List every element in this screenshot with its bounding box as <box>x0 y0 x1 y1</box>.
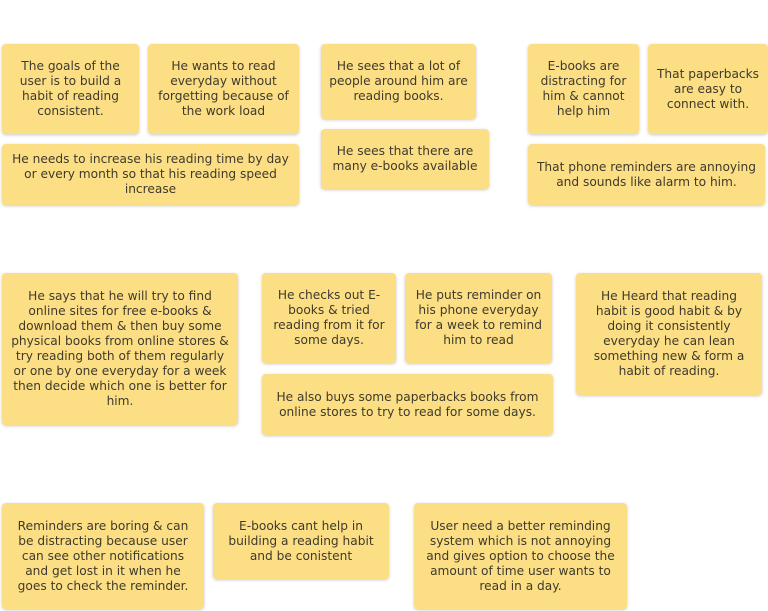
sticky-note-sees-ebooks[interactable]: He sees that there are many e-books avai… <box>321 129 489 189</box>
sticky-note-text: The goals of the user is to build a habi… <box>19 59 122 118</box>
sticky-note-text: He says that he will try to find online … <box>11 289 229 408</box>
sticky-note-says-try[interactable]: He says that he will try to find online … <box>2 273 238 425</box>
sticky-note-text: That phone reminders are annoying and so… <box>536 159 756 189</box>
sticky-note-text: He puts reminder on his phone everyday f… <box>415 288 542 347</box>
sticky-note-text: He Heard that reading habit is good habi… <box>593 289 745 378</box>
sticky-note-phone-reminders[interactable]: That phone reminders are annoying and so… <box>528 144 765 205</box>
sticky-note-text: That paperbacks are easy to connect with… <box>656 66 760 111</box>
sticky-note-text: User need a better reminding system whic… <box>426 518 615 593</box>
sticky-note-ebooks-distracting[interactable]: E-books are distracting for him & cannot… <box>528 44 639 134</box>
sticky-note-reminders-boring[interactable]: Reminders are boring & can be distractin… <box>2 503 204 609</box>
sticky-note-ebooks-cant-help[interactable]: E-books cant help in building a reading … <box>213 503 389 579</box>
sticky-note-puts-reminder[interactable]: He puts reminder on his phone everyday f… <box>405 273 552 363</box>
sticky-note-sees-people[interactable]: He sees that a lot of people around him … <box>321 44 476 119</box>
sticky-note-increase-time[interactable]: He needs to increase his reading time by… <box>2 144 299 205</box>
sticky-note-text: He checks out E-books & tried reading fr… <box>273 288 385 347</box>
sticky-note-text: Reminders are boring & can be distractin… <box>17 518 189 593</box>
sticky-note-text: He sees that there are many e-books avai… <box>332 144 478 173</box>
sticky-note-text: E-books are distracting for him & cannot… <box>540 59 627 118</box>
sticky-note-buys-paperbacks[interactable]: He also buys some paperbacks books from … <box>262 374 553 435</box>
sticky-note-checks-ebooks[interactable]: He checks out E-books & tried reading fr… <box>262 273 396 363</box>
sticky-note-heard-habit[interactable]: He Heard that reading habit is good habi… <box>576 273 762 395</box>
sticky-note-paperbacks-easy[interactable]: That paperbacks are easy to connect with… <box>648 44 768 134</box>
sticky-note-text: He also buys some paperbacks books from … <box>276 389 539 419</box>
sticky-note-wants-read[interactable]: He wants to read everyday without forget… <box>148 44 299 134</box>
sticky-note-text: He sees that a lot of people around him … <box>329 59 468 103</box>
sticky-note-user-need[interactable]: User need a better reminding system whic… <box>414 503 627 609</box>
sticky-note-text: He wants to read everyday without forget… <box>158 59 289 118</box>
sticky-note-text: E-books cant help in building a reading … <box>228 518 374 563</box>
sticky-note-goals[interactable]: The goals of the user is to build a habi… <box>2 44 139 134</box>
sticky-note-text: He needs to increase his reading time by… <box>12 152 289 196</box>
